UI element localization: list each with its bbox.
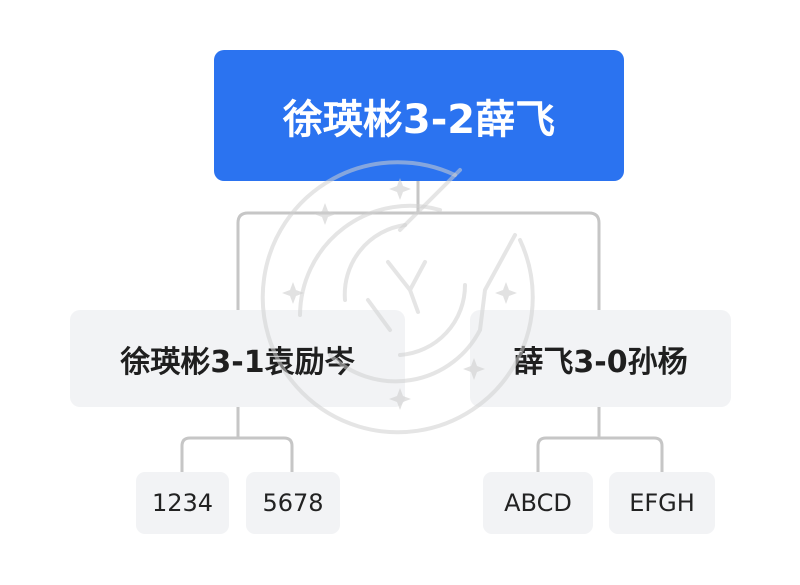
child-node-left-label: 徐瑛彬3-1袁励岑 [120, 344, 355, 380]
leaf-node-label: 1234 [151, 489, 214, 517]
leaf-node-label: ABCD [504, 489, 572, 517]
root-node-label: 徐瑛彬3-2薛飞 [282, 96, 556, 143]
leaf-node-1234[interactable]: 1234 [136, 472, 229, 534]
leaf-node-5678[interactable]: 5678 [246, 472, 340, 534]
child-node-right-label: 薛飞3-0孙杨 [513, 344, 688, 380]
root-node[interactable]: 徐瑛彬3-2薛飞 [214, 50, 624, 181]
leaf-node-label: EFGH [629, 489, 695, 517]
child-node-right[interactable]: 薛飞3-0孙杨 [470, 310, 731, 407]
leaf-node-abcd[interactable]: ABCD [483, 472, 593, 534]
leaf-node-label: 5678 [262, 489, 324, 517]
leaf-node-efgh[interactable]: EFGH [609, 472, 715, 534]
child-node-left[interactable]: 徐瑛彬3-1袁励岑 [70, 310, 405, 407]
